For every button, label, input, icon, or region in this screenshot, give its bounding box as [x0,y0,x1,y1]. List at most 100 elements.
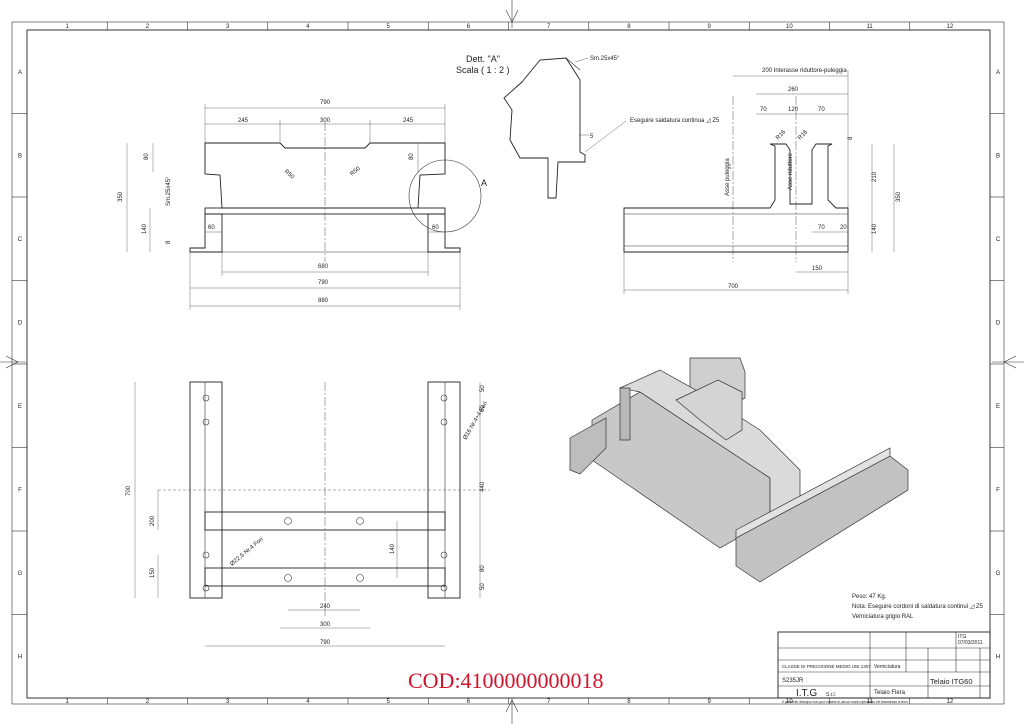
row-letter: G [18,571,23,577]
front-dim-880: 880 [318,298,329,304]
row-letter: H [996,654,1000,660]
column-number: 2 [146,24,150,30]
tb-material: S235JR [782,678,804,684]
row-letter: D [996,320,1001,326]
detail-a-callout-letter: A [481,178,487,188]
column-number: 3 [226,699,230,705]
row-letter: A [18,70,22,76]
column-number: 9 [707,699,711,705]
front-view: 790 245 300 245 80 80 350 Sm.25x45° 140 … [118,100,487,310]
column-number: 6 [467,699,471,705]
outer-frame [11,21,1005,705]
front-radius-left: R50 [283,169,296,181]
detail-a-view: Dett. "A" Scala ( 1 : 2 ) Sm.25x45° 5 Es… [456,54,720,199]
tb-date: 07/03/2011 [958,640,983,646]
front-radius-right: R50 [349,165,362,177]
side-dim-70-a: 70 [760,107,767,113]
top-dim-50-top: 50 [480,385,486,392]
front-dim-140: 140 [142,223,148,234]
column-number: 4 [306,24,310,30]
tb-description: Telaio Fiera [874,690,906,696]
top-holes-16: Ø16 Nr.4+4 Fori [463,401,490,441]
row-letter: C [996,237,1001,243]
column-number: 10 [786,699,793,705]
front-dim-chamfer: Sm.25x45° [166,176,172,206]
isometric-view [569,357,909,583]
column-number: 4 [306,699,310,705]
side-radius-a: R16 [775,129,787,141]
detail-weld-note: Eseguire saldatura continua ◿ Z5 [630,118,720,124]
column-number: 8 [627,24,631,30]
tb-title: Telaio ITG60 [930,677,973,686]
detail-chamfer-label: Sm.25x45° [590,56,620,62]
front-dim-300: 300 [320,118,331,124]
row-letter: B [18,153,22,159]
tb-company-suffix: S.r.l. [826,692,836,698]
side-radius-b: R16 [797,129,809,141]
column-number: 7 [547,699,551,705]
side-axis-pulley: Asse puleggia [725,158,731,196]
front-dim-60-right: 60 [432,225,439,231]
inner-frame [26,29,991,699]
side-dim-120: 120 [788,107,799,113]
column-number: 3 [226,24,230,30]
row-letter: G [996,571,1001,577]
side-dim-200: 200 Interasse riduttore-puleggia [762,68,847,74]
row-letter: E [996,404,1000,410]
tb-tolerance: CLASSE DI PRECISIONE MEDIO UNI 1307 [782,664,871,669]
front-dim-350: 350 [118,191,124,202]
column-number: 7 [547,24,551,30]
top-dim-200: 200 [150,515,156,526]
column-number: 2 [146,699,150,705]
side-dim-70-b: 70 [818,107,825,113]
top-dim-700: 700 [126,485,132,496]
top-dim-50-bottom: 50 [480,583,486,590]
top-dim-80: 80 [480,565,486,572]
side-dim-70-c: 70 [818,225,825,231]
detail-thickness-label: 5 [590,134,594,140]
row-letter: H [18,654,22,660]
front-dim-680: 680 [318,264,329,270]
top-dim-140: 140 [390,543,396,554]
top-dim-240: 240 [320,604,331,610]
column-number: 1 [65,699,69,705]
row-letter: C [18,237,23,243]
side-dim-350: 350 [896,191,902,202]
column-number: 8 [627,699,631,705]
front-dim-60-left: 60 [208,225,215,231]
column-number: 12 [947,24,954,30]
side-dim-260: 260 [788,87,799,93]
column-number: 9 [707,24,711,30]
row-letter: F [996,487,1000,493]
tb-designer: ITG [958,634,966,640]
top-dim-150: 150 [150,567,156,578]
top-holes-22: Ø22,5 Nr.4 Fori [229,537,264,568]
row-letter: D [18,320,23,326]
side-dim-700: 700 [728,284,739,290]
front-dim-790-bottom: 790 [318,280,329,286]
front-dim-790-top: 790 [320,100,331,106]
front-dim-245-right: 245 [403,118,414,124]
note-paint: Verniciatura grigio RAL [852,614,914,620]
column-number: 1 [65,24,69,30]
column-number: 5 [386,699,390,705]
detail-title: Dett. "A" [466,54,500,64]
top-dim-790: 790 [320,640,331,646]
product-code: COD:4100000000018 [408,668,604,693]
top-view: 700 200 150 140 240 300 790 50 60 440 80… [126,381,490,647]
column-number: 10 [786,24,793,30]
front-dim-8: 8 [166,240,172,244]
row-letter: E [18,404,22,410]
row-letter: A [996,70,1000,76]
column-number: 12 [947,699,954,705]
tb-treatment: Verniciatura [874,664,901,670]
row-letter: F [18,487,22,493]
side-dim-150: 150 [812,266,823,272]
column-number: 5 [386,24,390,30]
top-dim-440: 440 [480,481,486,492]
note-weld: Nota: Eseguire cordoni di saldatura cont… [852,604,984,610]
column-number: 11 [867,699,874,705]
front-dim-80-left: 80 [144,153,150,160]
side-dim-20: 20 [840,225,847,231]
